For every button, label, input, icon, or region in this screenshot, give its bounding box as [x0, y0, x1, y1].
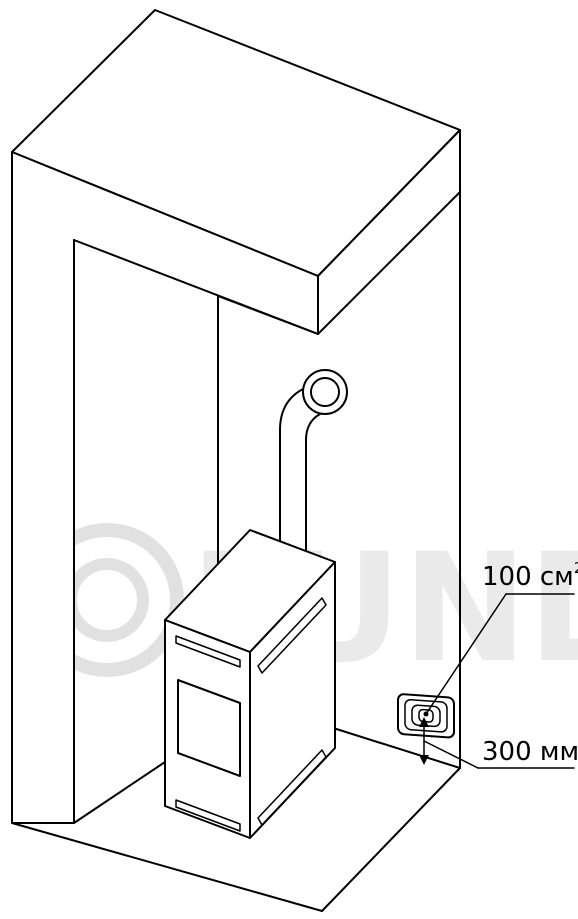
room-structure	[11, 9, 461, 912]
floor-back-left	[73, 759, 169, 824]
ventilation-grille	[397, 693, 455, 739]
vent-area-leader	[425, 593, 507, 715]
vent-height-dimension: 300 мм	[419, 717, 578, 769]
vent-height-leader	[423, 740, 479, 769]
vent-area-callout: 100 см2	[425, 559, 578, 715]
vent-area-exponent: 2	[574, 559, 578, 577]
vent-area-value: 100 см	[482, 562, 574, 592]
vent-grille-ring-2	[404, 698, 448, 733]
vent-height-arrow-up	[419, 717, 429, 727]
boiler-front-top-slot	[175, 635, 241, 668]
floor-back-right	[329, 726, 461, 769]
boiler-front-window	[177, 679, 241, 777]
boiler-front-bottom-slot	[175, 799, 241, 832]
flue-pipe-collar-inner	[310, 377, 340, 407]
flue-pipe	[279, 369, 348, 566]
vent-height-arrow-down	[419, 755, 429, 765]
ceiling-underside	[217, 295, 319, 335]
boiler	[164, 529, 336, 839]
boiler-side-top-slot	[257, 597, 327, 674]
watermark-copyright-inner	[65, 558, 149, 642]
vent-grille-ring-1	[397, 693, 455, 739]
vent-area-label: 100 см2	[482, 559, 578, 592]
vent-height-label: 300 мм	[482, 737, 578, 767]
floor-outline	[11, 767, 461, 912]
flue-pipe-collar-outer	[302, 369, 348, 415]
boiler-side-bottom-slot	[257, 749, 327, 826]
